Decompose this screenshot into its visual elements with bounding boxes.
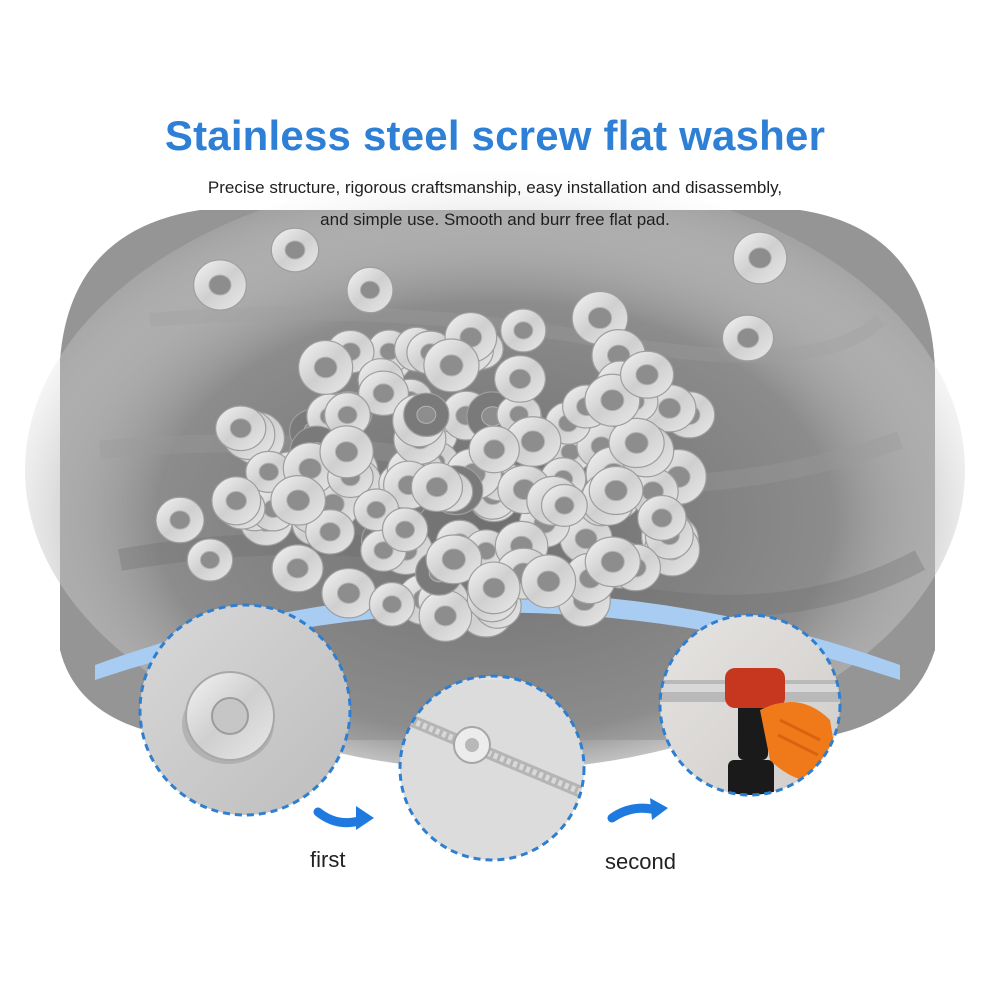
washer-hole xyxy=(574,528,598,550)
washer-hole xyxy=(635,364,659,386)
washer-hole xyxy=(225,491,248,511)
product-title: Stainless steel screw flat washer xyxy=(164,112,826,159)
washer-hole xyxy=(439,354,464,377)
description-line-2: and simple use. Smooth and burr free fla… xyxy=(320,210,670,229)
washer-hole xyxy=(433,605,457,627)
washer-hole xyxy=(736,327,760,349)
washer-hole xyxy=(199,550,221,570)
washer-hole xyxy=(395,520,416,539)
washer-hole xyxy=(624,431,649,454)
step-label-first: first xyxy=(310,847,346,872)
washer-hole xyxy=(366,500,387,519)
washer-hole xyxy=(587,306,613,330)
step-label-second: second xyxy=(605,849,676,874)
washer-hole xyxy=(600,550,625,573)
washer-hole xyxy=(508,368,532,390)
step-image-screw xyxy=(398,674,586,862)
washer-hole xyxy=(229,418,252,439)
washer-hole xyxy=(520,430,546,453)
washer-hole xyxy=(382,595,402,614)
washer-hole xyxy=(600,389,625,412)
washer-hole xyxy=(169,510,191,530)
washer-hole xyxy=(373,541,394,560)
washer-hole xyxy=(657,397,682,419)
washer-hole xyxy=(513,321,534,340)
step-image-drill xyxy=(658,613,842,797)
washer-hole xyxy=(425,476,449,498)
washer-hole xyxy=(483,439,506,460)
washer-hole xyxy=(416,405,437,424)
washer-hole xyxy=(604,479,628,502)
washer-hole xyxy=(441,548,466,571)
washer-hole xyxy=(536,570,561,593)
washer-hole xyxy=(748,247,772,269)
washer-hole xyxy=(336,582,361,604)
washer-hole xyxy=(337,405,358,425)
washer-hole xyxy=(359,280,381,300)
washer-pile xyxy=(155,227,788,642)
arrow-icon-first xyxy=(313,806,374,830)
washer-hole xyxy=(284,240,306,260)
washer-hole xyxy=(286,558,309,579)
arrow-icon-second xyxy=(607,798,668,823)
product-description: Precise structure, rigorous craftsmanshi… xyxy=(90,172,900,236)
washer-hole xyxy=(286,489,311,512)
washer-hole xyxy=(319,522,341,542)
washer-hole xyxy=(334,441,359,463)
description-line-1: Precise structure, rigorous craftsmanshi… xyxy=(207,178,783,197)
washer-hole xyxy=(372,383,395,404)
accent-arc xyxy=(95,592,900,680)
washer-hole xyxy=(313,356,338,379)
washer-hole xyxy=(258,462,280,482)
washer-hole xyxy=(208,274,232,296)
washer-hole xyxy=(554,496,575,515)
washer-hole xyxy=(651,508,673,528)
step-image-washer xyxy=(138,603,352,817)
washer-hole xyxy=(482,577,506,599)
